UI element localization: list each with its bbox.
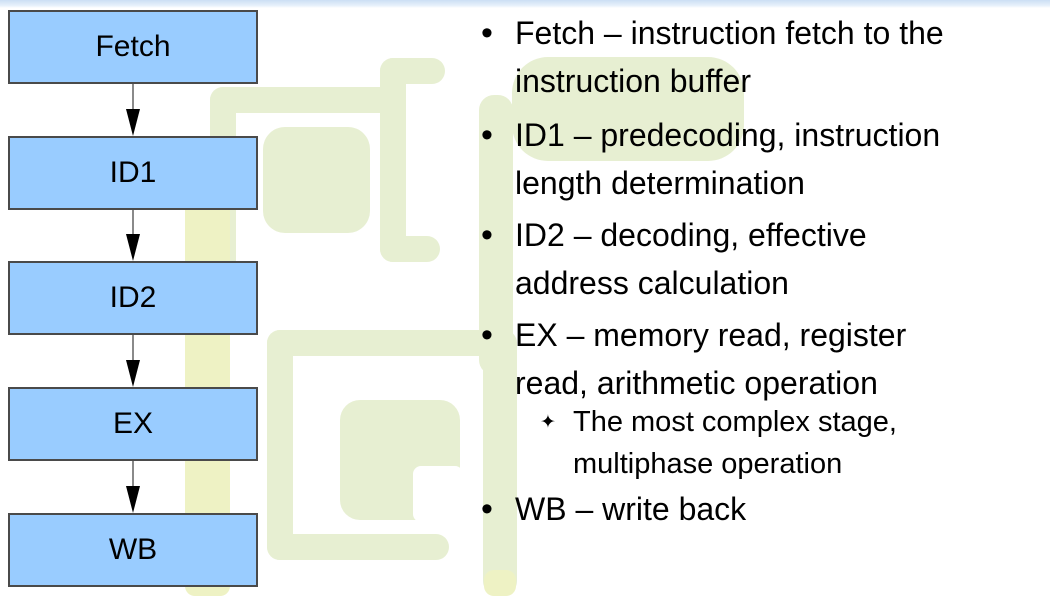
bullet-text-line: address calculation [515,265,789,301]
stage-box-wb: WB [8,513,258,587]
stage-box-ex: EX [8,387,258,461]
list-item: • ID1 – predecoding, instruction length … [478,111,1050,207]
bullet-text-line: ID1 – predecoding, instruction [515,117,941,153]
stage-box-fetch: Fetch [8,10,258,84]
bullet-text-line: instruction buffer [515,63,751,99]
bullet-text-line: WB – write back [515,491,747,527]
stage-label: Fetch [95,30,171,63]
stage-box-id1: ID1 [8,136,258,210]
bullet-text-line: multiphase operation [573,448,843,480]
bullet-icon: • [481,316,493,354]
list-item: • ID2 – decoding, effective address calc… [478,211,1050,307]
bullet-icon: • [481,490,493,528]
bullet-text-line: Fetch – instruction fetch to the [515,15,944,51]
bullet-list: • Fetch – instruction fetch to the instr… [478,9,1050,533]
list-item: • WB – write back [478,485,1050,533]
slide-top-strip [0,0,1050,8]
stage-label: ID1 [109,156,157,189]
bullet-text-line: read, arithmetic operation [515,365,878,401]
bullet-text-line: ID2 – decoding, effective [515,217,867,253]
bullet-text-line: The most complex stage, [573,406,897,438]
stage-box-id2: ID2 [8,261,258,335]
bullet-text-line: length determination [515,165,805,201]
bullet-icon: • [481,116,493,154]
list-item: ✦ The most complex stage, multiphase ope… [538,401,1050,485]
bullet-icon: • [481,14,493,52]
stage-label: EX [112,407,154,440]
list-item: • Fetch – instruction fetch to the instr… [478,9,1050,105]
list-item: • EX – memory read, register read, arith… [478,311,1050,407]
diamond-bullet-icon: ✦ [540,411,556,433]
stage-label: ID2 [109,281,157,314]
bullet-icon: • [481,216,493,254]
sub-bullet-list: ✦ The most complex stage, multiphase ope… [478,401,1050,485]
bullet-text-line: EX – memory read, register [515,317,907,353]
sub-list-wrapper: ✦ The most complex stage, multiphase ope… [478,401,1050,485]
stage-label: WB [108,533,158,566]
